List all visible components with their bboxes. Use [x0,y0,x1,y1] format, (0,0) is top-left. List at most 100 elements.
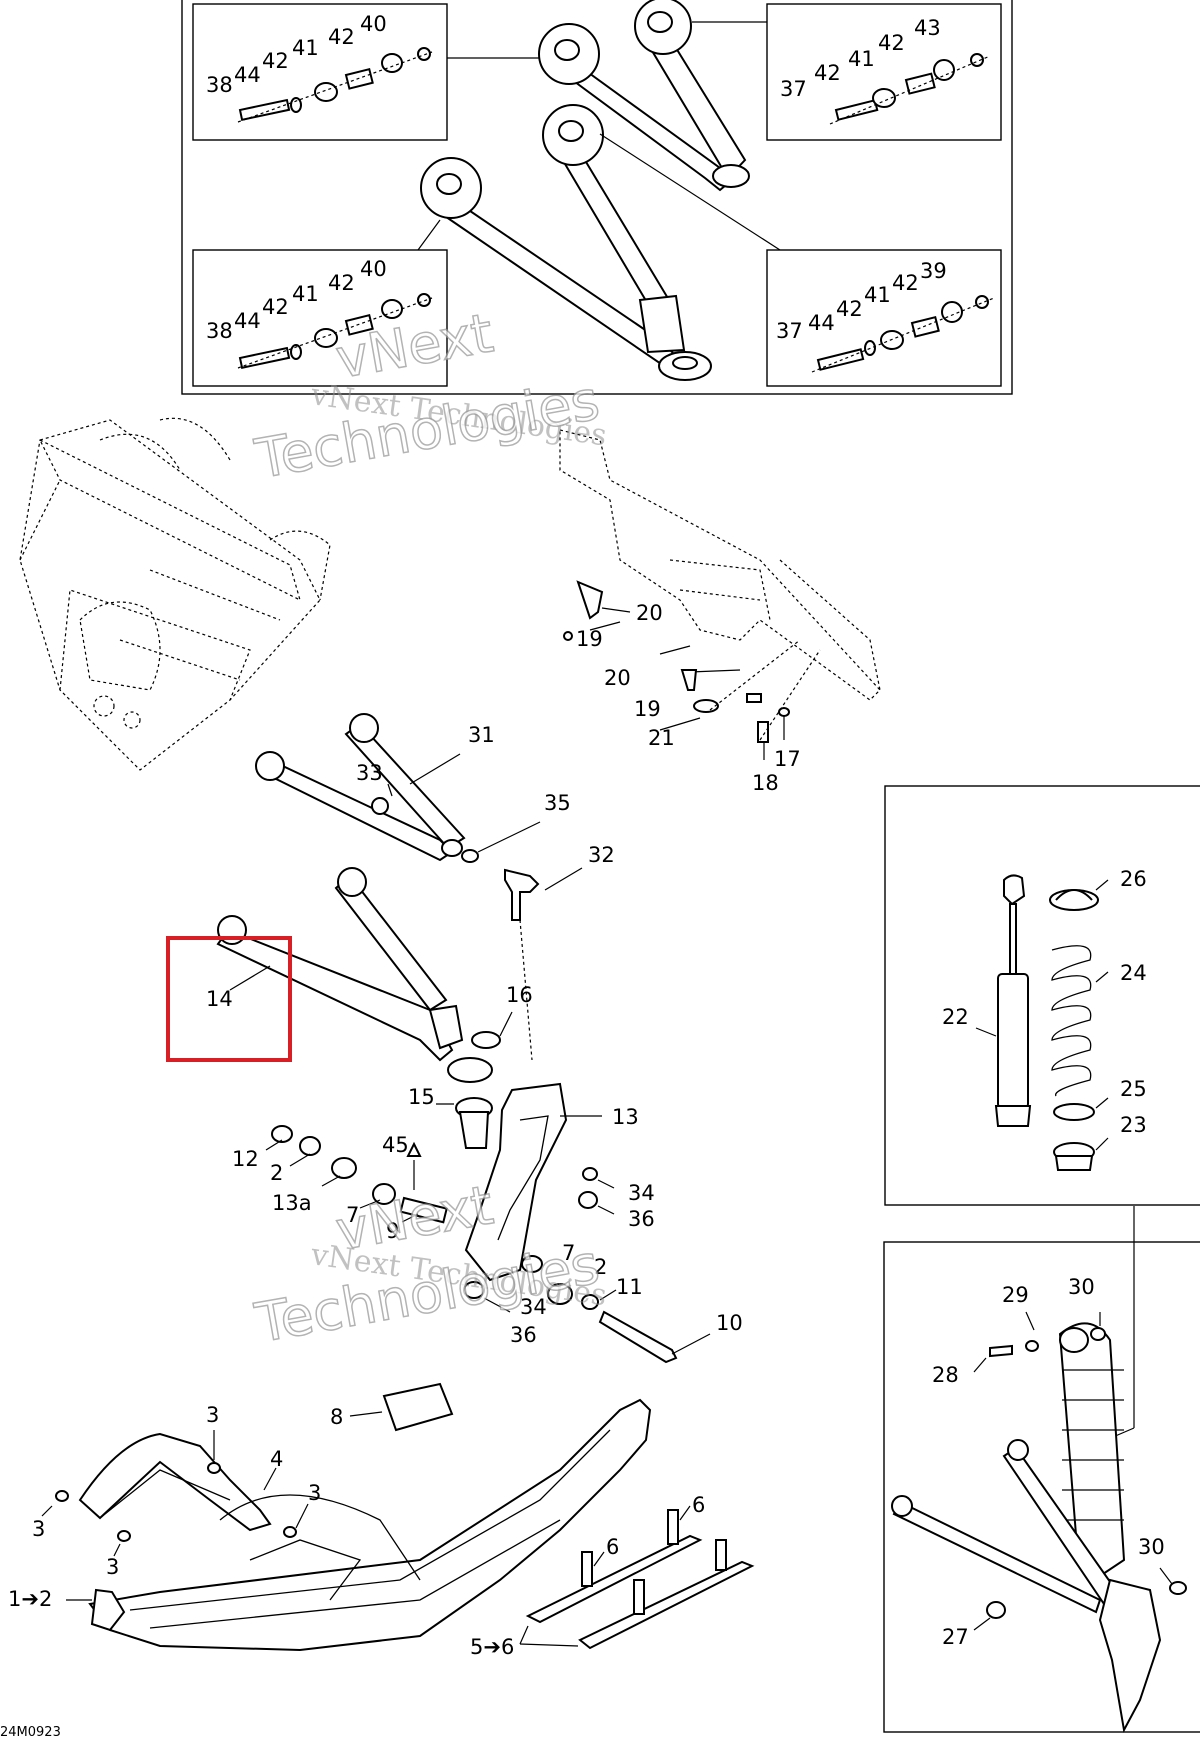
drawing-code: 24M0923 [0,1725,61,1739]
callout-25: 25 [1120,1077,1147,1101]
watermark-text: Technologies [250,369,604,491]
callout-7: 7 [562,1241,575,1265]
callout-36: 36 [510,1323,537,1347]
callout-42: 42 [262,295,289,319]
watermark-text: vNext [331,301,497,390]
lower-a-arm-14 [216,867,513,1083]
hardware-17-21 [563,580,821,760]
callout-3: 3 [206,1403,219,1427]
callout-20: 20 [636,601,663,625]
callout-3: 3 [32,1517,45,1541]
callout-22: 22 [942,1005,969,1029]
callout-33: 33 [356,761,383,785]
callout-39: 39 [920,259,947,283]
shock-absorber-inset [884,785,1200,1206]
ski-assembly [41,1382,652,1652]
callout-24: 24 [1120,961,1147,985]
callout-14: 14 [206,987,233,1011]
callout-41: 41 [848,47,875,71]
callout-1-to-2: 1➔2 [8,1587,52,1611]
hardware-box-top-left [192,3,448,141]
callout-44: 44 [808,311,835,335]
callout-44: 44 [234,309,261,333]
callout-37: 37 [776,319,803,343]
callout-36: 36 [628,1207,655,1231]
callout-41: 41 [292,36,319,60]
callout-11: 11 [616,1275,643,1299]
callout-5-to-6: 5➔6 [470,1635,514,1659]
highlight-box-part-14 [166,936,292,1062]
callout-38: 38 [206,73,233,97]
callout-19: 19 [576,627,603,651]
callout-12: 12 [232,1147,259,1171]
spindle-13 [436,1082,602,1282]
hardware-box-top-right [766,3,1002,141]
callout-21: 21 [648,726,675,750]
callout-19: 19 [634,697,661,721]
carbide-runners [519,1505,755,1650]
callout-30: 30 [1138,1535,1165,1559]
callout-8: 8 [330,1405,343,1429]
bushing-stack [265,1125,615,1224]
callout-18: 18 [752,771,779,795]
callout-40: 40 [360,257,387,281]
front-bumper-bracket-drawing [559,429,881,701]
hardware-row-bottom-left [237,293,433,369]
hardware-box-bottom-left [192,249,448,387]
callout-20: 20 [604,666,631,690]
callout-42: 42 [836,297,863,321]
assembled-suspension-inset [883,1206,1200,1734]
shock-inset-frame [884,785,1200,1206]
lower-a-arm-drawing [420,104,712,381]
hardware-row-top-right [829,53,991,125]
callout-2: 2 [594,1255,607,1279]
callout-7: 7 [346,1203,359,1227]
callout-13: 13 [612,1105,639,1129]
callout-34: 34 [628,1181,655,1205]
upper-a-arm-drawing [538,0,750,192]
callout-31: 31 [468,723,495,747]
inset-frame [181,0,1013,395]
callout-2: 2 [270,1161,283,1185]
callout-41: 41 [292,282,319,306]
bolt-10-hardware [463,1255,711,1364]
callout-43: 43 [914,16,941,40]
callout-29: 29 [1002,1283,1029,1307]
assembled-inset-frame [883,1241,1200,1733]
callout-35: 35 [544,791,571,815]
callout-9: 9 [386,1219,399,1243]
hardware-box-bottom-right [766,249,1002,387]
callout-44: 44 [234,63,261,87]
hardware-row-top-left [237,47,433,123]
watermark-text: Technologies [250,1233,604,1355]
callout-27: 27 [942,1625,969,1649]
callout-3: 3 [308,1481,321,1505]
callout-16: 16 [506,983,533,1007]
callout-6: 6 [692,1493,705,1517]
callout-3: 3 [106,1555,119,1579]
callout-4: 4 [270,1447,283,1471]
callout-42: 42 [878,31,905,55]
a-arm-detail-inset: 38 44 42 41 42 40 37 42 41 42 43 38 44 4… [181,0,1013,395]
callout-13a: 13a [272,1191,312,1215]
callout-42: 42 [892,271,919,295]
callout-34: 34 [520,1295,547,1319]
callout-37: 37 [780,77,807,101]
callout-26: 26 [1120,867,1147,891]
chassis-frame-drawing [19,417,331,771]
upper-a-arm-31 [255,713,466,862]
callout-40: 40 [360,12,387,36]
callout-42: 42 [328,25,355,49]
callout-17: 17 [774,747,801,771]
callout-42: 42 [262,49,289,73]
callout-45: 45 [382,1133,409,1157]
callout-38: 38 [206,319,233,343]
callout-15: 15 [408,1085,435,1109]
callouts-main: 20 19 20 19 21 18 17 31 33 35 32 14 16 1… [8,601,1165,1659]
callout-32: 32 [588,843,615,867]
callout-10: 10 [716,1311,743,1335]
callout-41: 41 [864,283,891,307]
callout-6: 6 [606,1535,619,1559]
